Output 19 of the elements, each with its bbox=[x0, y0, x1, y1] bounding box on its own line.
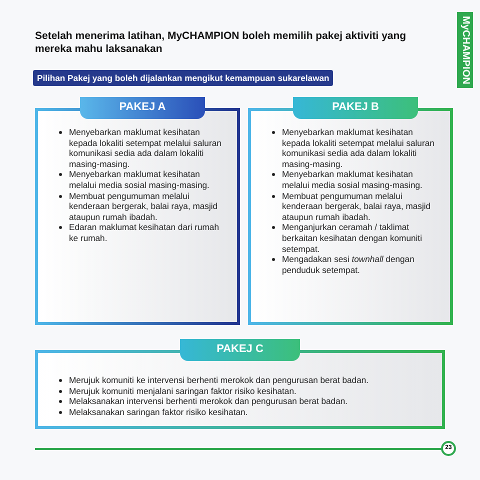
bullet-item: Merujuk komuniti menjalani saringan faktor risiko kesihatan. bbox=[69, 386, 298, 396]
bullet-item: Menyebarkan maklumat kesihatan melalui media sosial masing-masing. bbox=[282, 169, 424, 191]
ribbon-heading: PAKEJ B bbox=[293, 97, 418, 119]
bullet-item: Edaran maklumat kesihatan dari rumah ke rumah. bbox=[69, 222, 220, 244]
bullet-item: Merujuk komuniti ke intervensi berhenti merokok dan pengurusan berat badan. bbox=[69, 375, 370, 386]
ribbon-heading: PAKEJ C bbox=[180, 339, 300, 361]
bullet-item: Mengadakan sesi townhall dengan penduduk setempat. bbox=[282, 254, 416, 276]
page-title: Setelah menerima latihan, MyCHAMPION boleh memilih pakej aktiviti yang mereka mahu laksanakan bbox=[35, 30, 408, 56]
section-banner: Pilihan Pakej yang boleh dijalankan mengikut kemampuan sukarelawan bbox=[33, 70, 334, 86]
bullet-item: Melaksanakan saringan faktor risiko kesihatan. bbox=[69, 406, 249, 418]
bullet-item: Menyebarkan maklumat kesihatan kepada lokaliti setempat melalui saluran komunikasi sedia ada dalam lokaliti masing-masing. bbox=[69, 127, 222, 170]
bullet-item: Melaksanakan intervensi berhenti merokok dan pengurusan berat badan. bbox=[69, 396, 349, 407]
ribbon-heading: PAKEJ A bbox=[80, 97, 205, 119]
bullet-item: Menganjurkan ceramah / taklimat berkaitan kesihatan dengan komuniti setempat. bbox=[282, 222, 423, 254]
bullet-item: Menyebarkan maklumat kesihatan melalui media sosial masing-masing. bbox=[69, 169, 210, 191]
bullet-item: Menyebarkan maklumat kesihatan kepada lokaliti setempat melalui saluran komunikasi sedia ada dalam lokaliti masing-masing. bbox=[282, 127, 436, 170]
bullet-item: Membuat pengumuman melalui kenderaan bergerak, balai raya, masjid ataupun rumah ibadah. bbox=[282, 190, 432, 222]
bullet-item: Membuat pengumuman melalui kenderaan bergerak, balai raya, masjid ataupun rumah ibadah. bbox=[69, 190, 219, 222]
side-tab: MyCHAMPION bbox=[457, 12, 473, 88]
